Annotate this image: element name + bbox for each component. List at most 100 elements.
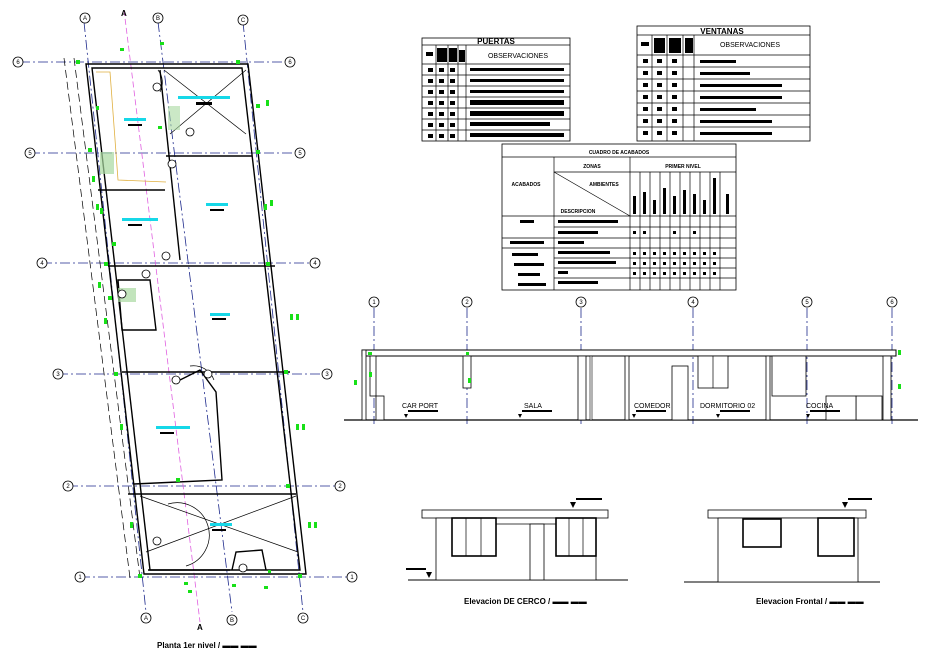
level-markers: [117, 82, 248, 573]
grid-label-right-5: 5: [298, 151, 302, 157]
building-section: 1 2 3 4 5 6: [344, 296, 918, 424]
fence-elevation: Elevacion DE CERCO / ▬▬ ▬▬: [406, 498, 628, 606]
grid-label-left-6: 6: [16, 60, 20, 66]
kitchen-cabinet: [771, 355, 807, 397]
partition: [231, 549, 267, 571]
section-door: [671, 365, 689, 421]
front-parapet: [707, 509, 867, 519]
section-axis-2: 2: [465, 300, 469, 306]
grid-bubbles-left: 6 5 4 3 2 1: [12, 56, 86, 583]
grid-label-left-5: 5: [28, 151, 32, 157]
zone-outline: [96, 71, 167, 183]
door-swing: [189, 365, 215, 381]
finishes-descripcion: DESCRIPCION: [561, 209, 596, 215]
finishes-table-title: CUADRO DE ACABADOS: [589, 150, 650, 156]
room-label-carport: CAR PORT: [402, 403, 439, 410]
section-axis-3: 3: [579, 300, 583, 306]
section-walls: [361, 349, 892, 421]
grid-label-top-b: B: [156, 16, 160, 22]
exterior-wall: [85, 63, 307, 575]
grid-label-right-4: 4: [313, 261, 317, 267]
grid-label-top-c: C: [241, 18, 246, 24]
finishes-columns: [633, 172, 729, 290]
partition: [133, 369, 223, 485]
section-axis-6: 6: [890, 300, 894, 306]
room-tag: [178, 96, 230, 99]
room-label-sala: SALA: [524, 403, 542, 410]
level-tag: [160, 432, 174, 434]
grid-label-bottom-c: C: [301, 616, 306, 622]
fence-window-left: [451, 517, 497, 557]
section-axis-4: 4: [691, 300, 695, 306]
room-tag: [124, 118, 146, 121]
floor-plan-caption: Planta 1er nivel / ▬▬ ▬▬: [157, 641, 257, 650]
room-label-comedor: COMEDOR: [634, 403, 671, 410]
front-elevation: Elevacion Frontal / ▬▬ ▬▬: [684, 498, 880, 606]
kitchen-counter: [855, 395, 883, 421]
doors-table-title: PUERTAS: [477, 37, 515, 46]
stair-zone: [100, 152, 114, 174]
section-level-marks: [404, 410, 840, 418]
windows-table: VENTANAS OBSERVACIONES: [636, 25, 811, 142]
room-tag: [206, 203, 228, 206]
boundary-line: [63, 57, 131, 579]
fence-gate: [529, 523, 545, 581]
grid-bubbles-right: 6 5 4 3 2 1: [284, 56, 358, 583]
doors-table-rows: [422, 68, 570, 138]
front-window-right: [817, 517, 855, 557]
floor-plan: A B C A A A B C 6 5 4 3 2 1 6 5 4 3 2 1: [12, 9, 358, 650]
fence-window-right: [555, 517, 597, 557]
grid-label-bottom-a: A: [144, 616, 148, 622]
finishes-primer-nivel: PRIMER NIVEL: [665, 164, 701, 170]
level-tag: [210, 209, 224, 211]
room-tag: [122, 218, 158, 221]
doors-table: PUERTAS OBSERVACIONES: [421, 37, 571, 142]
front-elevation-caption: Elevacion Frontal / ▬▬ ▬▬: [756, 597, 864, 606]
grid-bubbles-bottom: A B C: [140, 612, 309, 626]
stair-zone: [168, 106, 180, 130]
section-mark-bottom: A: [197, 623, 203, 632]
section-axis-5: 5: [805, 300, 809, 306]
level-tag: [128, 124, 142, 126]
windows-table-header: OBSERVACIONES: [720, 42, 780, 49]
grid-label-right-1: 1: [350, 575, 354, 581]
level-tag: [128, 224, 142, 226]
boundary-line-inner: [73, 57, 141, 579]
room-tag: [156, 426, 190, 429]
level-tag: [212, 318, 226, 320]
grid-label-right-2: 2: [338, 484, 342, 490]
grid-label-right-3: 3: [325, 372, 329, 378]
windows-table-title: VENTANAS: [700, 27, 744, 36]
room-tag: [210, 313, 230, 316]
section-axis-1: 1: [372, 300, 376, 306]
dimension-markers: [76, 42, 317, 593]
finishes-rows: [502, 220, 736, 286]
fence-elevation-caption: Elevacion DE CERCO / ▬▬ ▬▬: [464, 597, 587, 606]
windows-table-rows: [637, 59, 810, 135]
grid-label-bottom-b: B: [230, 618, 234, 624]
roof-slab: [361, 349, 897, 357]
room-label-dormitorio: DORMITORIO 02: [700, 403, 755, 410]
doors-table-header: OBSERVACIONES: [488, 53, 548, 60]
finishes-ambientes: AMBIENTES: [589, 182, 619, 188]
grid-label-left-3: 3: [56, 372, 60, 378]
finishes-zonas: ZONAS: [583, 164, 601, 170]
front-window-left: [742, 518, 782, 548]
door-swing: [167, 502, 210, 567]
room-label-cocina: COCINA: [806, 403, 834, 410]
finishes-acabados: ACABADOS: [512, 182, 542, 188]
grid-label-left-1: 1: [78, 575, 82, 581]
grid-label-left-4: 4: [40, 261, 44, 267]
grid-bubbles-top: A B C: [79, 12, 249, 26]
exterior-wall-inner: [91, 67, 301, 571]
room-tag: [210, 523, 232, 526]
fence-cap: [421, 509, 609, 519]
section-mark-top: A: [121, 9, 127, 18]
kitchen-counter: [825, 395, 857, 421]
finishes-table: CUADRO DE ACABADOS ZONAS PRIMER NIVEL AC…: [501, 143, 737, 291]
section-axes: 1 2 3 4 5 6: [368, 296, 898, 424]
level-tag: [212, 529, 226, 531]
door-swing: [157, 69, 163, 93]
grid-label-right-6: 6: [288, 60, 292, 66]
